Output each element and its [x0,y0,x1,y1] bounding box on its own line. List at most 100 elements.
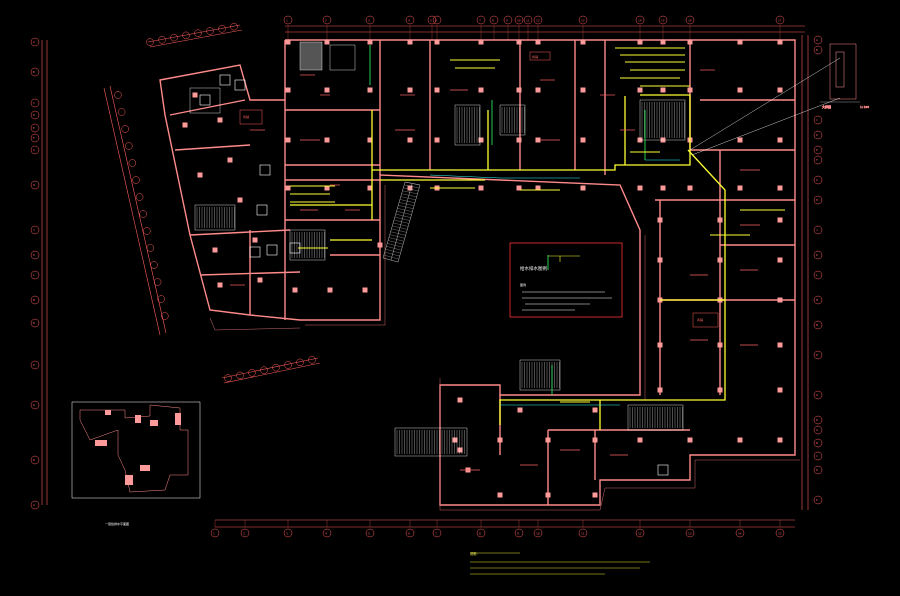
grid-bubble-label: F [33,136,35,140]
grid-bubble-skew [224,374,232,382]
plumbing-fixture [199,94,211,106]
grid-bubble-bottom: 12 [635,520,645,538]
grid-bubble-label: K [816,253,818,257]
column [657,257,663,263]
grid-bubble-left: H [30,180,40,190]
column [407,137,413,143]
column [237,197,243,203]
column [535,185,541,191]
column [517,407,523,413]
column [367,137,373,143]
grid-bubble-skew [143,227,151,235]
key-plan[interactable] [71,401,201,499]
grid-bubble-skew [128,159,137,167]
grid-bubble-bottom: 11 [578,520,588,538]
grid-bubble-right: P [813,350,823,360]
column [478,39,484,45]
grid-bubble-label: 6 [408,532,410,536]
legend-box-caption: 给水排水图例 [520,265,547,272]
plumbing-fixture [259,164,271,176]
column [516,185,522,191]
column [457,397,463,403]
detail-caption: 大样图 [822,104,831,109]
grid-bubble-skew [236,371,244,380]
grid-bubble-label: 12 [536,19,540,23]
column [637,185,643,191]
grid-bubble-label: R [816,418,818,422]
column [580,185,586,191]
room-annotations [230,69,760,471]
column [580,39,586,45]
grid-bubble-label: J [816,228,818,232]
column [737,437,743,443]
grid-bubble-skew [206,27,214,35]
grid-bubble-label: H [816,198,818,202]
grid-bubble-right: B [813,45,823,55]
grid-bubble-right: J [813,225,823,235]
grid-bubble-right: E [813,145,823,155]
detail-callout[interactable]: 大样图 1:100 [689,43,869,156]
grid-bubble-left: Q [30,400,40,410]
grid-bubble-bottom: 1 [210,520,220,538]
grid-bubble-skew [153,278,162,286]
grid-bubble-right: M [813,295,823,305]
plumbing-fixture [266,244,278,256]
column [717,217,723,223]
column [592,437,598,443]
grid-bubble-label: 2 [243,532,245,536]
grid-bubble-label: P [33,363,35,367]
grid-bubble-right: K [813,250,823,260]
column [516,87,522,93]
grid-bubble-label: 15 [778,532,782,536]
column [737,137,743,143]
legend-box[interactable]: 给水排水图例 图例 [509,242,623,318]
grid-bubble-label: 1 [213,532,215,536]
column [367,185,373,191]
grid-bubble-label: C [816,118,818,122]
grid-bubble-label: J [33,228,35,232]
grid-bubble-skew [182,31,190,40]
column [637,87,643,93]
grid-bubble-label: K [33,253,35,257]
grid-bubble-left: L [30,270,40,280]
grid-bubble-right: D [813,130,823,140]
grid-bubble-label: 5 [430,19,432,23]
column [212,247,218,253]
column [497,492,503,498]
escalator-treads [383,181,421,260]
column [687,87,693,93]
grid-bubble-label: A [33,503,35,507]
grid-bubble-bottom: 14 [735,520,745,538]
grid-bubble-top: 3 [365,15,375,40]
grid-bubble-label: 11 [526,19,530,23]
column [637,39,643,45]
column [777,297,783,303]
grid-bubble-top: 10 [514,15,524,40]
grid-bubble-label: M [33,298,35,302]
grid-bubble-label: 9 [517,532,519,536]
grid-bubble-label: 9 [506,19,508,23]
grid-bubble-label: A [33,40,35,44]
stairs-and-cores [189,41,686,457]
grid-bubble-label: D [816,133,818,137]
grid-bubble-top: 2 [322,15,332,40]
room-tag-1: 商铺 [532,54,538,59]
grid-bubble-label: N [33,321,35,325]
column [637,437,643,443]
grid-bubble-label: 5 [368,532,370,536]
column [777,257,783,263]
room-tag-3: 商铺 [697,317,703,322]
grid-bubble-right: E [813,495,823,505]
grid-bubble-skew [272,363,280,372]
grid-bubble-label: 13 [581,19,585,23]
grid-bubble-label: E [816,148,818,152]
grid-bubble-left: A [30,37,40,47]
grid-bubble-label: 15 [661,19,665,23]
grid-bubble-skew [260,366,268,374]
grid-bubble-label: 3 [286,532,288,536]
grid-bubble-label: Q [33,403,35,407]
grid-bubble-label: B [816,48,818,52]
grid-bubble-right: Q [813,390,823,400]
grid-bubble-label: H [33,183,35,187]
